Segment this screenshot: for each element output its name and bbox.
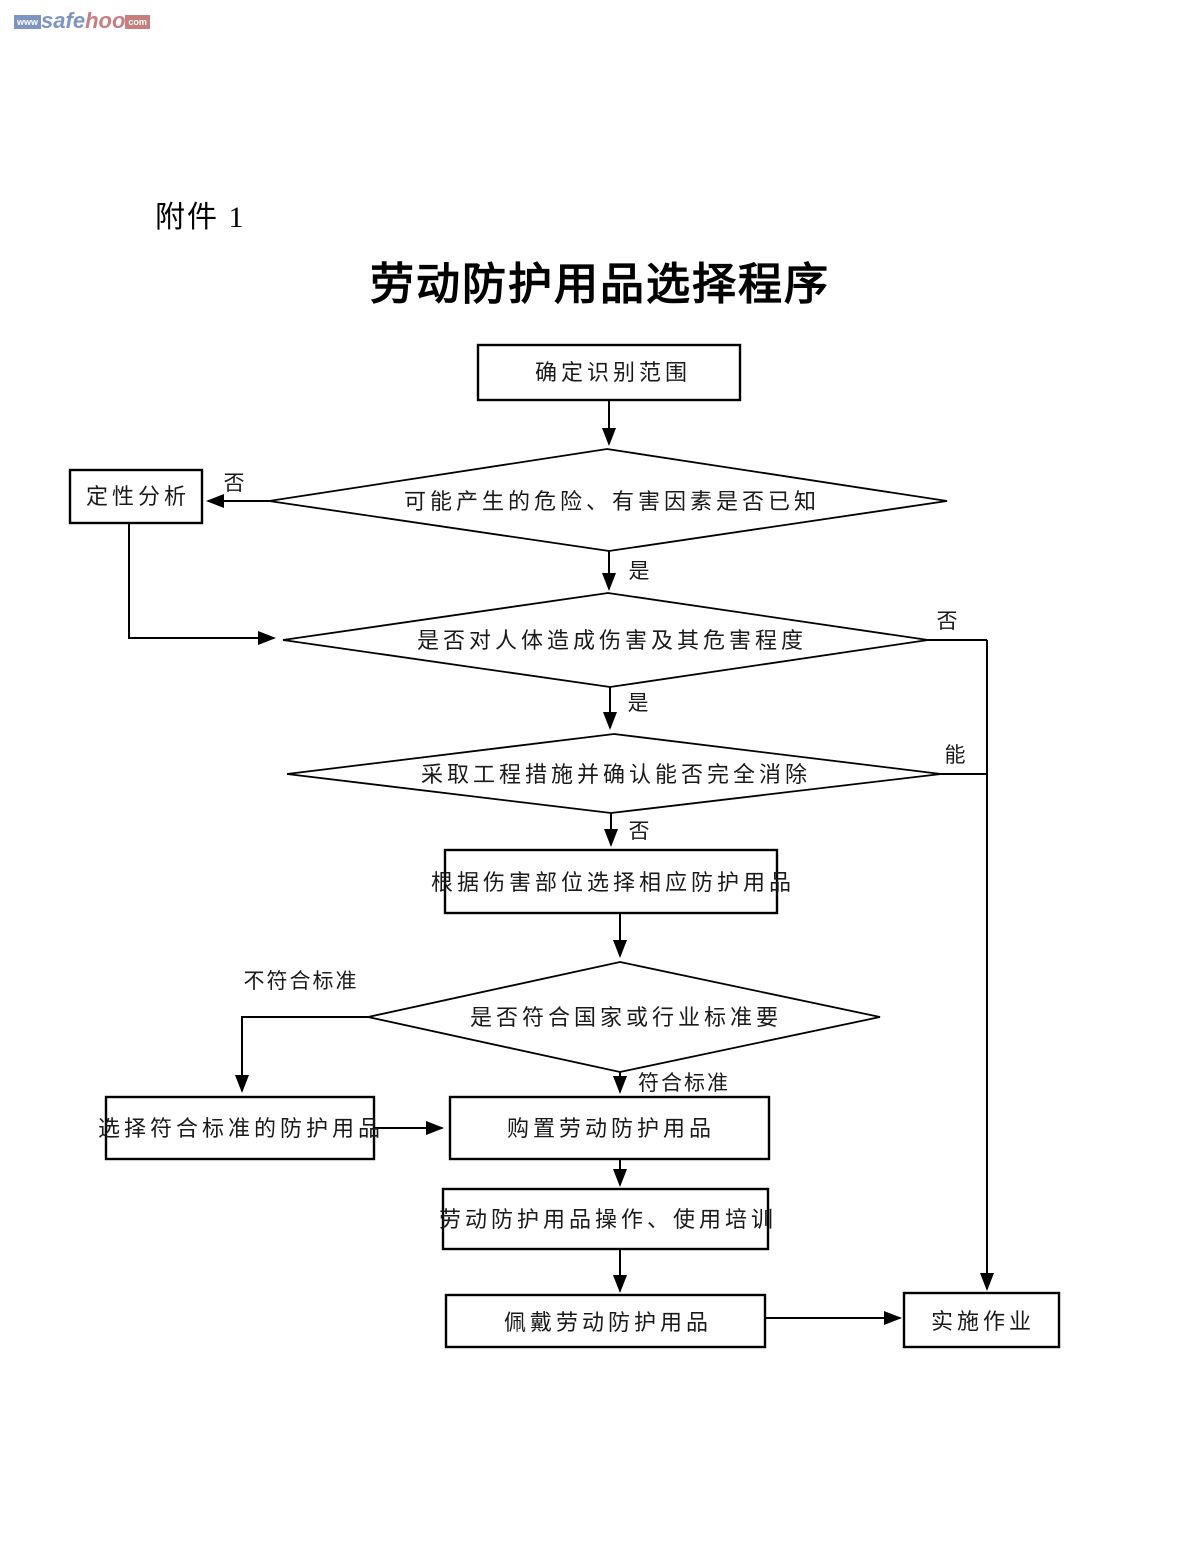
decision-standard-label: 是否符合国家或行业标准要 (470, 1005, 782, 1030)
node-select-standard-ppe: 选择符合标准的防护用品 (98, 1095, 384, 1161)
node-wear-ppe-label: 佩戴劳动防护用品 (504, 1310, 712, 1335)
edge-not-standard-to-select (235, 1016, 368, 1093)
node-training-label: 劳动防护用品操作、使用培训 (439, 1207, 777, 1232)
edge-label-no-from-harm-degree: 否 (937, 609, 960, 633)
edge-label-no-from-engineering: 否 (629, 819, 652, 843)
edge-label-meet-standard: 符合标准 (638, 1071, 730, 1095)
edge-label-not-meet-standard: 不符合标准 (244, 969, 359, 993)
decision-hazard-known: 可能产生的危险、有害因素是否已知 (268, 448, 948, 552)
node-select-by-injury-part: 根据伤害部位选择相应防护用品 (431, 848, 795, 915)
decision-harm-degree-label: 是否对人体造成伤害及其危害程度 (417, 628, 807, 653)
edge-label-yes-from-harm-degree: 是 (628, 691, 651, 715)
node-select-by-injury-part-label: 根据伤害部位选择相应防护用品 (431, 870, 795, 895)
node-start: 确定识别范围 (476, 343, 742, 402)
decision-engineering-label: 采取工程措施并确认能否完全消除 (421, 762, 811, 787)
node-purchase-ppe: 购置劳动防护用品 (448, 1095, 771, 1161)
edge-qualitative-to-harm-degree (128, 523, 276, 645)
attachment-label: 附件 1 (155, 201, 246, 234)
node-purchase-ppe-label: 购置劳动防护用品 (507, 1116, 715, 1141)
decision-engineering: 采取工程措施并确认能否完全消除 (286, 733, 942, 814)
node-wear-ppe: 佩戴劳动防护用品 (444, 1293, 767, 1349)
node-qualitative-analysis-label: 定性分析 (86, 484, 190, 509)
edge-label-can-from-engineering: 能 (945, 743, 968, 767)
decision-harm-degree: 是否对人体造成伤害及其危害程度 (282, 592, 929, 688)
logo-safe-text: safe (41, 8, 86, 33)
node-qualitative-analysis: 定性分析 (68, 468, 204, 525)
node-start-label: 确定识别范围 (535, 360, 691, 385)
node-implement-work-label: 实施作业 (931, 1309, 1035, 1334)
logo-hoo-text: hoo (85, 8, 126, 33)
node-implement-work: 实施作业 (902, 1291, 1061, 1349)
decision-standard: 是否符合国家或行业标准要 (367, 961, 881, 1073)
node-training: 劳动防护用品操作、使用培训 (439, 1187, 777, 1251)
decision-hazard-known-label: 可能产生的危险、有害因素是否已知 (404, 489, 820, 514)
logo-www-tab: www (14, 15, 42, 29)
page-title: 劳动防护用品选择程序 (370, 260, 830, 309)
edge-label-no-to-qualitative: 否 (224, 471, 247, 495)
logo-com-tab: com (125, 15, 150, 29)
edge-label-yes-from-hazard-known: 是 (629, 559, 652, 583)
node-select-standard-ppe-label: 选择符合标准的防护用品 (98, 1116, 384, 1141)
